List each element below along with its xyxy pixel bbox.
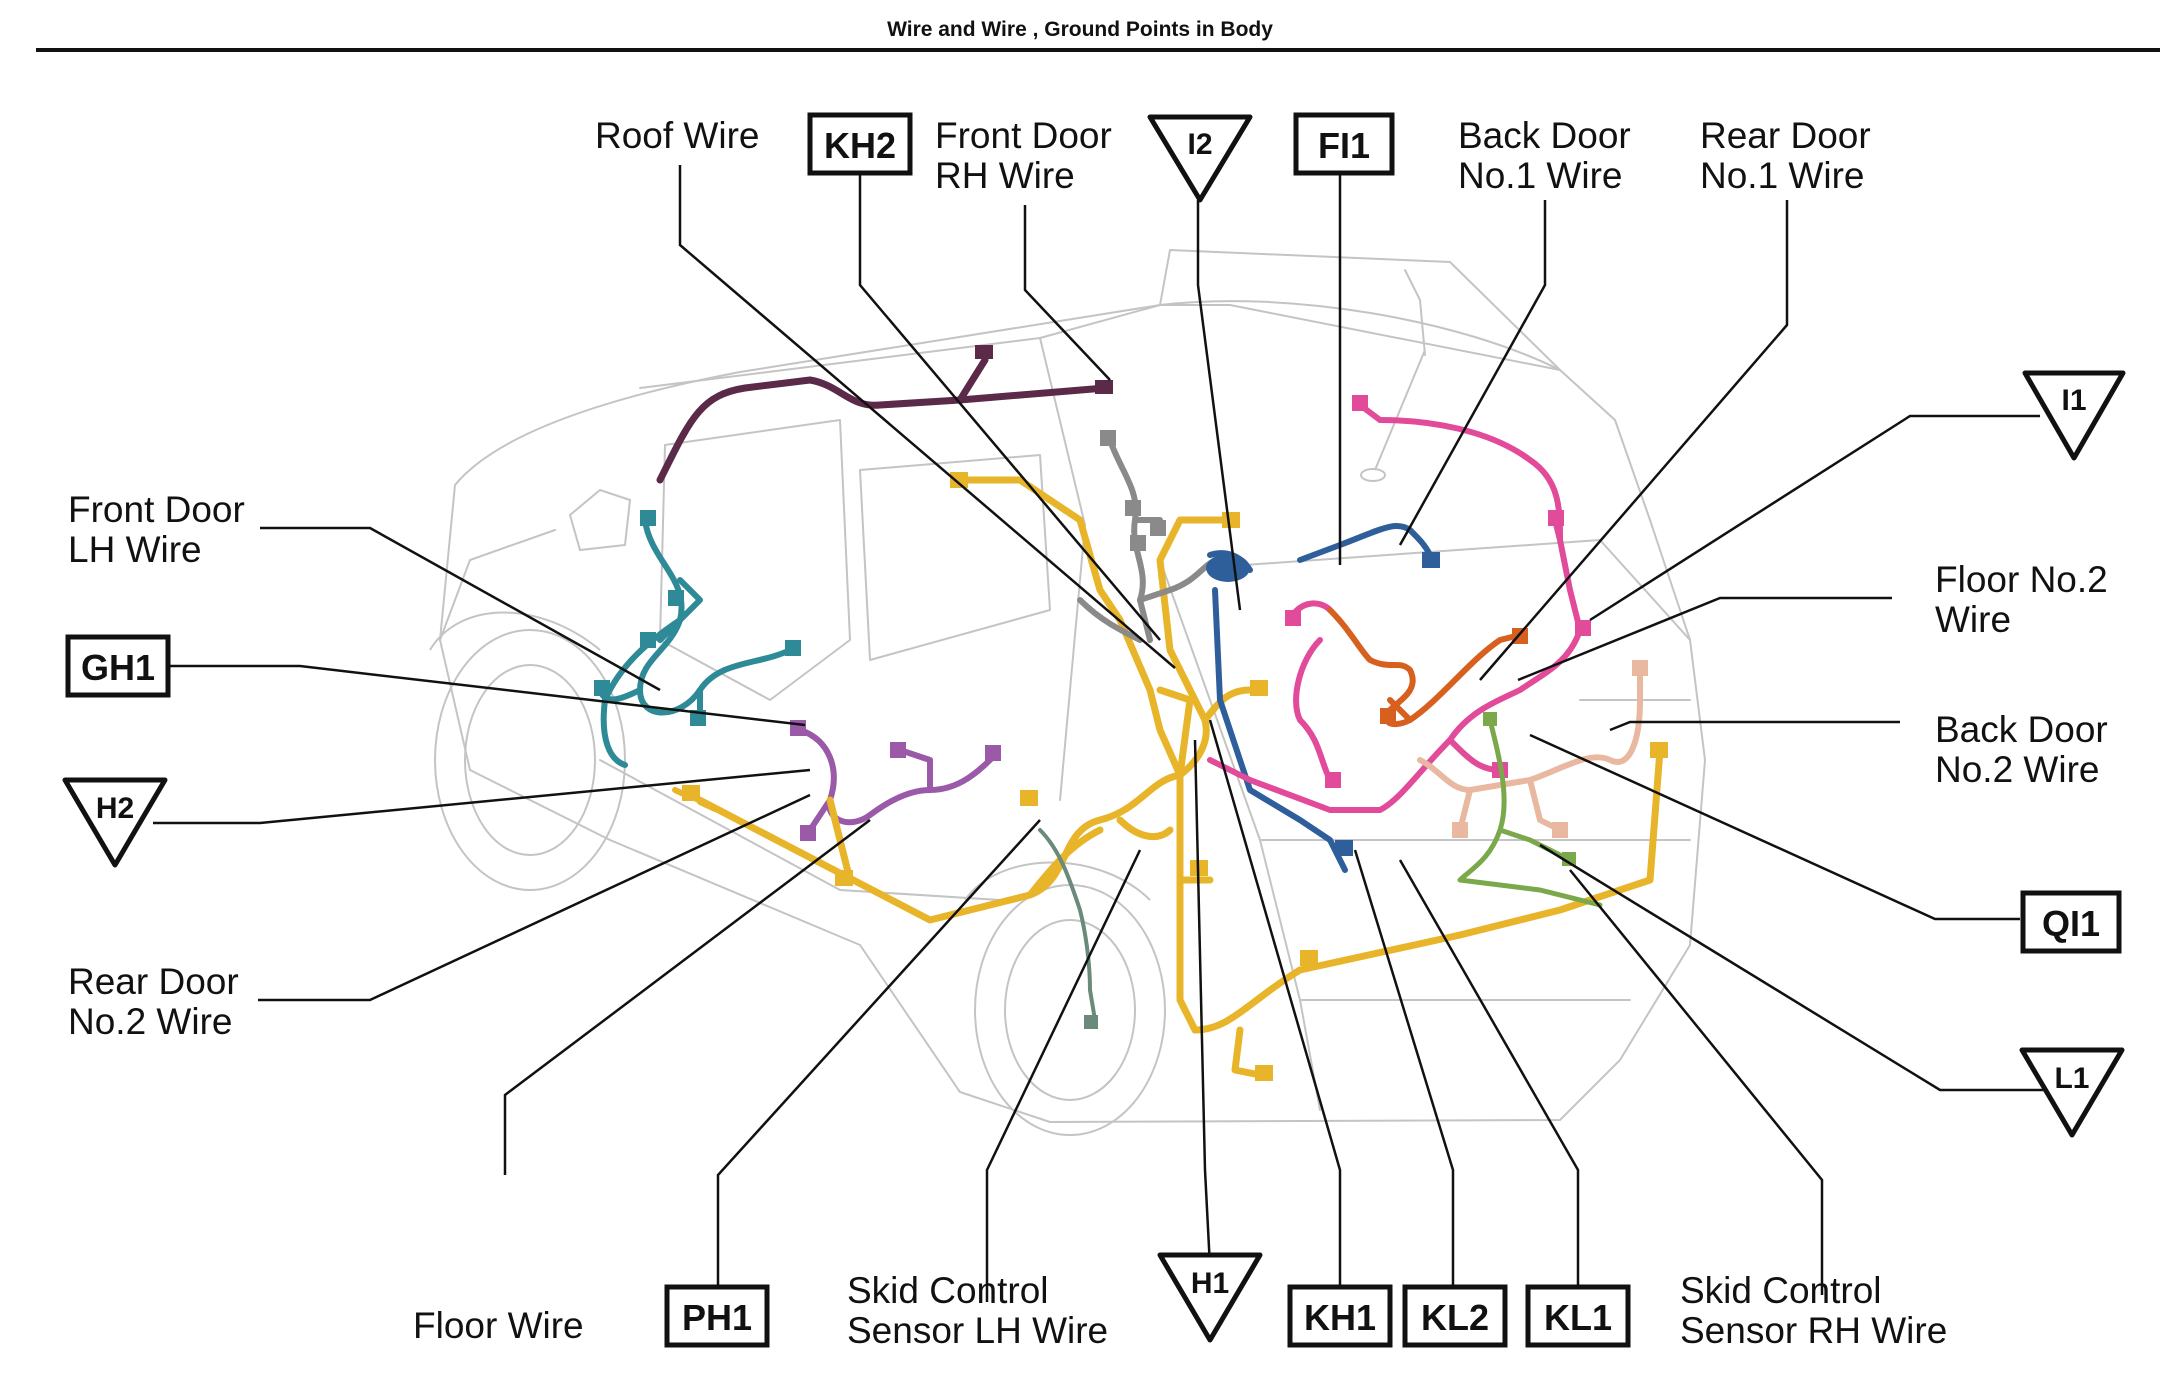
floor-wire-harness — [682, 472, 1668, 1081]
front-door-lh-harness — [594, 510, 801, 768]
front-door-rh-label-line1: Front Door — [935, 115, 1112, 156]
back-door-no2-label-line1: Back Door — [1935, 709, 2108, 750]
antenna — [1360, 349, 1426, 482]
front-door-rh-label-line2: RH Wire — [935, 155, 1075, 196]
ground-point-h2: H2 — [62, 777, 168, 868]
floor-no2-label-line2: Wire — [1935, 599, 2011, 640]
side-mirror — [568, 488, 632, 552]
ground-point-i1: I1 — [2022, 370, 2126, 461]
back-door-no1-label-line2: No.1 Wire — [1458, 155, 1622, 196]
title-rule — [36, 48, 2160, 52]
skid-control-rh-label-line1: Skid Control — [1680, 1270, 1882, 1311]
skid-control-rh-harness — [1457, 712, 1603, 908]
connector-kl1: KL1 — [1525, 1284, 1631, 1348]
connector-gh1-label: GH1 — [81, 647, 155, 688]
rear-door-no2-label-line1: Rear Door — [68, 961, 239, 1002]
ground-point-i1-label: I1 — [2061, 384, 2086, 417]
rear-door-no2-harness — [790, 720, 1001, 841]
floor-no2-label-line1: Floor No.2 — [1935, 559, 2108, 600]
connector-fi1: FI1 — [1293, 112, 1395, 176]
skid-control-lh-harness — [1038, 828, 1098, 1029]
skid-control-lh-label-line2: Sensor LH Wire — [847, 1310, 1108, 1351]
connector-qi1: QI1 — [2020, 890, 2122, 954]
front-door-lh-label-line2: LH Wire — [68, 529, 202, 570]
ground-point-i2: I2 — [1147, 114, 1253, 203]
connector-ph1-label: PH1 — [682, 1297, 752, 1338]
ground-point-h1: H1 — [1157, 1252, 1263, 1343]
connector-kl2: KL2 — [1402, 1284, 1508, 1348]
connector-kh2: KH2 — [807, 112, 913, 176]
connector-qi1-label: QI1 — [2042, 903, 2100, 944]
connector-ph1: PH1 — [664, 1284, 770, 1348]
page-title: Wire and Wire , Ground Points in Body — [887, 18, 1273, 41]
skid-control-lh-label-line1: Skid Control — [847, 1270, 1049, 1311]
connector-kh1-label: KH1 — [1304, 1297, 1376, 1338]
ground-point-h2-label: H2 — [96, 792, 134, 825]
rear-door-no1-label-line1: Rear Door — [1700, 115, 1871, 156]
skid-control-rh-label-line2: Sensor RH Wire — [1680, 1310, 1947, 1351]
back-door-no1-harness — [1206, 523, 1440, 873]
ground-point-l1-label: L1 — [2054, 1062, 2089, 1095]
ground-point-l1: L1 — [2019, 1047, 2125, 1138]
connector-kh2-label: KH2 — [824, 125, 896, 166]
vehicle-outline — [439, 249, 1706, 1123]
front-wheel — [429, 611, 626, 891]
rear-door-no1-label-line2: No.1 Wire — [1700, 155, 1864, 196]
leader-lines — [153, 165, 2046, 1302]
rear-door-no1-harness — [1207, 395, 1591, 813]
back-door-no2-harness — [1417, 660, 1648, 838]
floor-dashes — [672, 787, 718, 812]
ground-point-h1-label: H1 — [1191, 1267, 1229, 1300]
back-door-no2-label-line2: No.2 Wire — [1935, 749, 2099, 790]
ground-point-i2-label: I2 — [1187, 128, 1212, 161]
front-door-rh-harness — [1077, 430, 1223, 643]
connector-kl2-label: KL2 — [1421, 1297, 1489, 1338]
floor-no2-harness — [1327, 607, 1528, 728]
rear-door-no2-label-line2: No.2 Wire — [68, 1001, 232, 1042]
roof-wire-harness — [656, 345, 1113, 484]
connector-gh1: GH1 — [65, 634, 171, 698]
connector-fi1-label: FI1 — [1318, 125, 1370, 166]
floor-wire-label: Floor Wire — [413, 1305, 584, 1346]
connector-kl1-label: KL1 — [1544, 1297, 1612, 1338]
back-door-no1-label-line1: Back Door — [1458, 115, 1631, 156]
connector-kh1: KH1 — [1287, 1284, 1393, 1348]
front-door-lh-label-line1: Front Door — [68, 489, 245, 530]
roof-wire-label: Roof Wire — [595, 115, 759, 156]
